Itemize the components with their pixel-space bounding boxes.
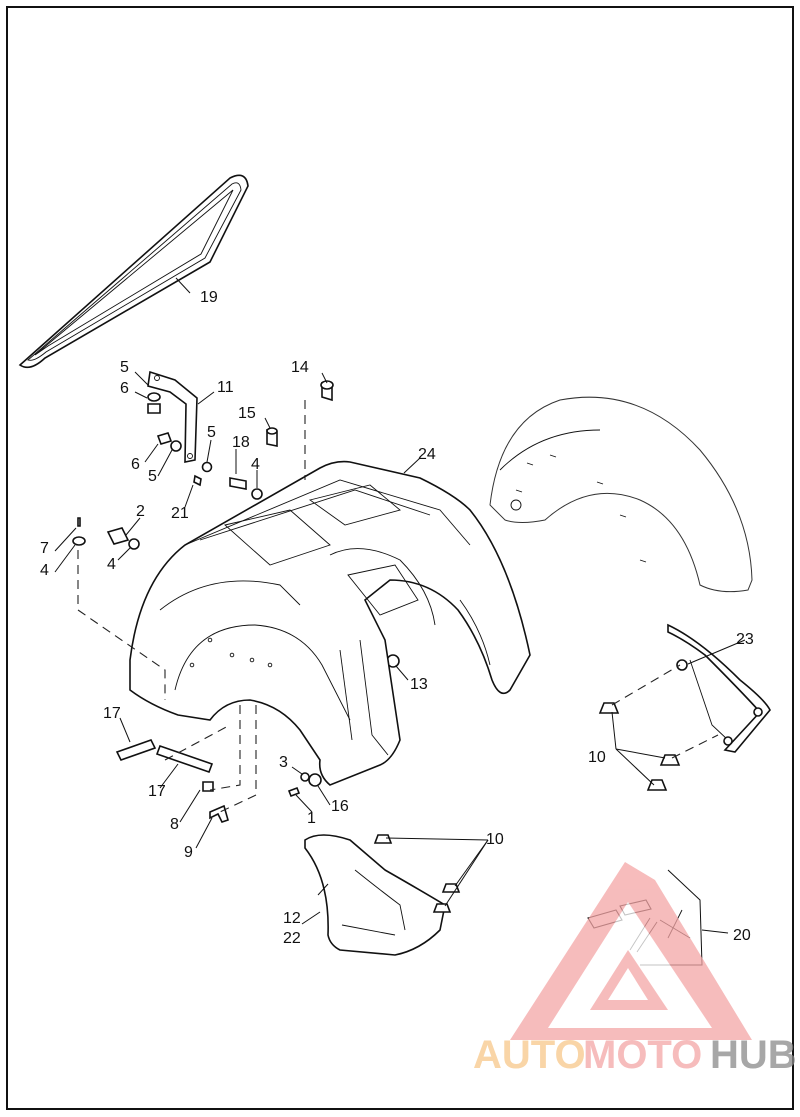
callout-19: 19: [200, 289, 218, 306]
watermark-text-hub: HUB: [710, 1033, 797, 1077]
watermark-text-moto: MOTO: [583, 1033, 702, 1077]
watermark-text-auto: AUTO: [473, 1033, 586, 1077]
callout-23: 23: [736, 631, 754, 648]
fender-skirt-part: [129, 460, 531, 786]
trim-strip-part-b: [155, 744, 214, 774]
callout-1: 1: [307, 810, 316, 827]
callout-5-lower: 5: [148, 468, 157, 485]
gasket-seal-part: [18, 174, 249, 369]
callout-10-right: 10: [588, 749, 606, 766]
nut-part-b: [156, 432, 173, 445]
leader-lines: [54, 277, 746, 966]
callout-11: 11: [217, 379, 234, 396]
bolt-part: [229, 477, 247, 490]
trim-bracket-part: [667, 623, 771, 753]
callout-6-lower: 6: [131, 456, 140, 473]
callout-14: 14: [291, 359, 309, 376]
callout-2: 2: [136, 503, 145, 520]
callout-4-left: 4: [40, 562, 49, 579]
callout-3: 3: [279, 754, 288, 771]
mounting-bracket-part: [147, 370, 198, 463]
grommet-set-right: [598, 702, 681, 791]
trim-strip-part: [115, 739, 157, 761]
hardware-group: [72, 380, 400, 823]
bolt-part-b: [106, 527, 130, 545]
callout-12: 12: [283, 910, 301, 927]
callout-4-center: 4: [107, 556, 116, 573]
callout-20: 20: [733, 927, 751, 944]
callout-17-bottom: 17: [148, 783, 166, 800]
callout-7: 7: [40, 540, 49, 557]
callout-9: 9: [184, 844, 193, 861]
assembly-lines: [77, 400, 719, 813]
clip-nut-part: [202, 781, 214, 792]
callout-24: 24: [418, 446, 436, 463]
callout-4-bracket: 4: [251, 456, 260, 473]
callout-13: 13: [410, 676, 428, 693]
callout-5-middle: 5: [207, 424, 216, 441]
callout-22: 22: [283, 930, 301, 947]
callout-10-lower: 10: [486, 831, 504, 848]
nut-part: [147, 403, 161, 414]
callout-8: 8: [170, 816, 179, 833]
watermark-logo: AUTO MOTO HUB: [473, 862, 797, 1077]
rear-fender-reference: [489, 396, 753, 593]
lower-cover-part: [304, 834, 461, 956]
washer-part: [147, 392, 161, 402]
callout-17-top: 17: [103, 705, 121, 722]
callout-labels: 19 5 6 11 14 15 5 18 6 5 4 24 21 2 7 4 4…: [40, 289, 754, 947]
clip-part: [209, 804, 229, 823]
callout-15: 15: [238, 405, 256, 422]
callout-16: 16: [331, 798, 349, 815]
callout-6-top: 6: [120, 380, 129, 397]
callout-5-top: 5: [120, 359, 129, 376]
washer-part-b: [201, 461, 213, 473]
callout-18: 18: [232, 434, 250, 451]
callout-21: 21: [171, 505, 189, 522]
